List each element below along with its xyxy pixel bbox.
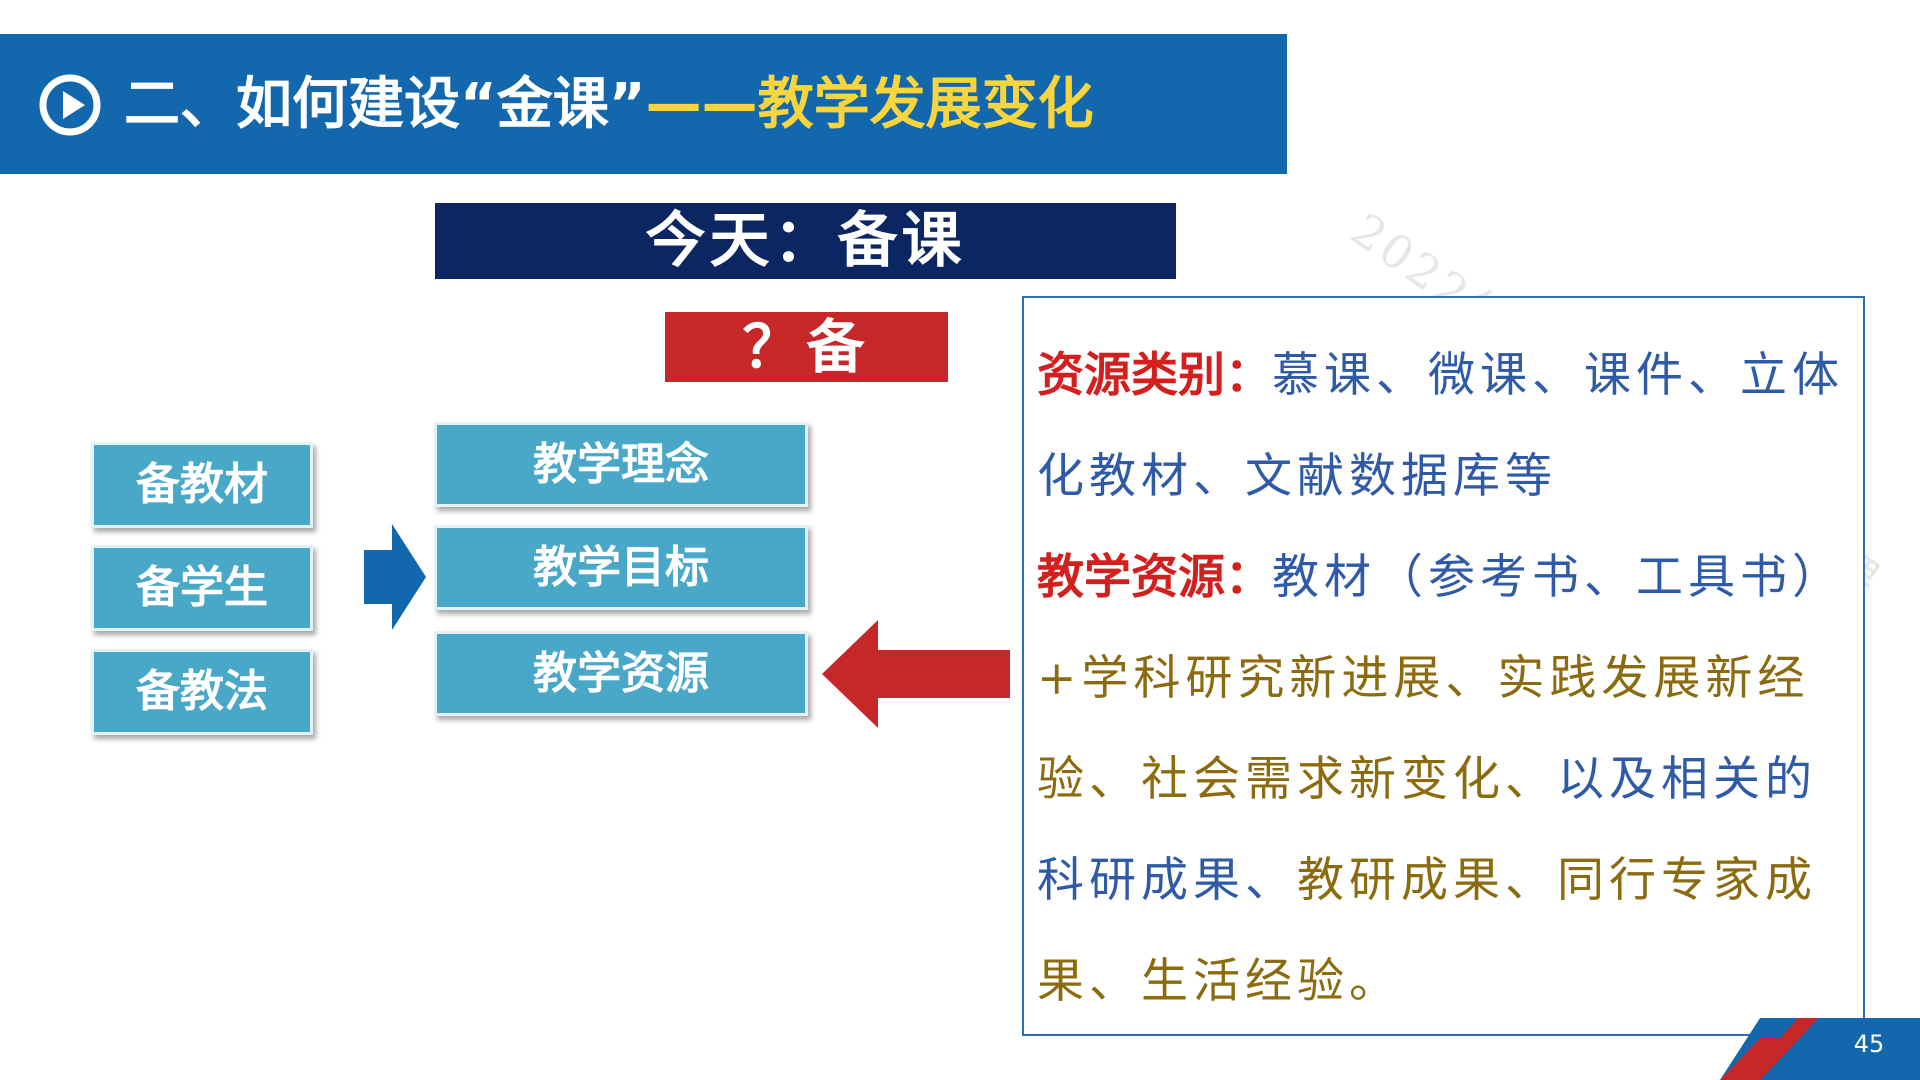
info-panel: 资源类别：慕课、微课、课件、立体化教材、文献数据库等教学资源：教材（参考书、工具… [1022,296,1865,1036]
resource-types-label: 资源类别： [1037,348,1272,403]
middle-item-teaching-philosophy: 教学理念 [434,422,808,507]
corner-decoration [1720,1018,1920,1080]
teaching-resources-part1: 教材（参考书、工具书） [1272,550,1844,605]
page-number: 45 [1853,1030,1885,1058]
resource-types-text: 慕课、微课、课件、立体化教材、文献数据库等 [1037,348,1844,504]
middle-item-teaching-resources: 教学资源 [434,631,808,716]
left-item-textbook: 备教材 [91,442,313,528]
right-arrow-icon [364,524,426,630]
teaching-resources-part3: 以及相关的科研成果、 [1037,752,1817,908]
left-arrow-icon [822,620,1010,728]
page-title-main: 二、如何建设“金课” [124,72,646,137]
left-item-methods: 备教法 [91,649,313,735]
page-title: 二、如何建设“金课”——教学发展变化 [124,65,1094,145]
teaching-resources-label: 教学资源： [1037,550,1272,605]
teaching-resources-part2: +学科研究新进展、实践发展新经验、社会需求新变化、 [1037,651,1810,807]
play-icon [39,74,101,136]
question-badge: ？备 [665,312,948,382]
page-title-accent: ——教学发展变化 [645,72,1094,137]
info-text: 资源类别：慕课、微课、课件、立体化教材、文献数据库等教学资源：教材（参考书、工具… [1037,325,1849,1032]
teaching-resources-part4: 教研成果、同行专家成果、生活经验。 [1037,853,1817,1009]
header-bar [0,34,1287,174]
left-item-students: 备学生 [91,545,313,631]
subtitle-banner: 今天：备课 [435,203,1176,279]
middle-item-teaching-goals: 教学目标 [434,525,808,610]
